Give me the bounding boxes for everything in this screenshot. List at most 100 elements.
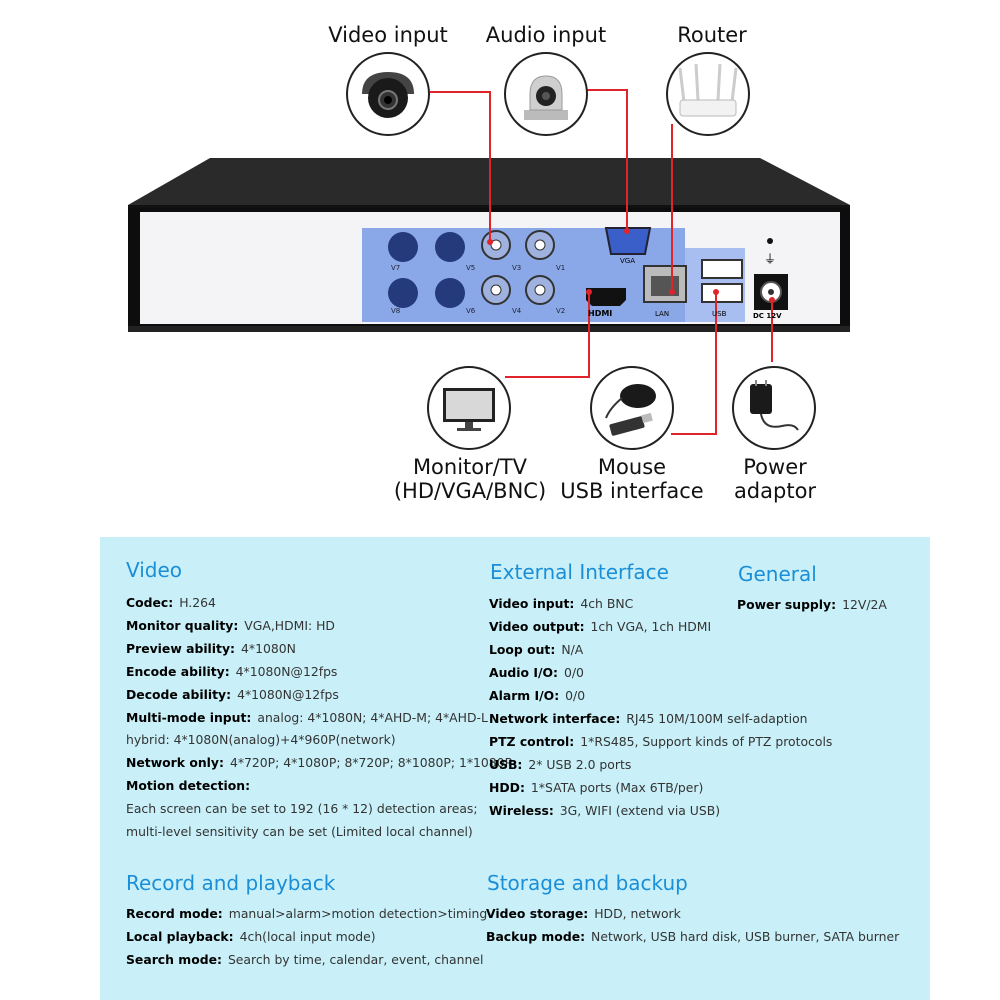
spec-value: multi-level sensitivity can be set (Limi… <box>126 824 473 839</box>
spec-value: 1*RS485, Support kinds of PTZ protocols <box>580 734 833 749</box>
label-v5: V5 <box>466 264 476 272</box>
svg-text:⏚: ⏚ <box>764 252 776 266</box>
vga-port <box>604 227 652 255</box>
label-router: Router <box>677 23 747 47</box>
bnc-v6 <box>435 278 465 308</box>
ptz-camera-icon <box>504 52 588 136</box>
spec-value: RJ45 10M/100M self-adaption <box>626 711 808 726</box>
spec-value: HDD, network <box>594 906 681 921</box>
spec-row: Decode ability:4*1080N@12fps <box>126 687 339 703</box>
spec-row: PTZ control: 1*RS485, Support kinds of PT… <box>489 734 832 750</box>
usb-port-1 <box>701 259 743 279</box>
section-title-record: Record and playback <box>126 871 336 895</box>
line-monitor <box>505 292 590 378</box>
spec-row: Each screen can be set to 192 (16 * 12) … <box>126 801 478 817</box>
label-video-input: Video input <box>328 23 448 47</box>
spec-value: 0/0 <box>565 688 586 703</box>
spec-row: hybrid: 4*1080N(analog)+4*960P(network) <box>126 732 396 748</box>
spec-row: Video input:4ch BNC <box>489 596 633 612</box>
label-v1: V1 <box>556 264 566 272</box>
spec-row: Preview ability: 4*1080N <box>126 641 296 657</box>
spec-key: Wireless: <box>489 803 554 818</box>
section-title-video: Video <box>126 558 183 582</box>
label-v4: V4 <box>512 307 522 315</box>
spec-row: Alarm I/O:0/0 <box>489 688 585 704</box>
line-audio-input <box>587 89 628 231</box>
label-vga: VGA <box>620 257 636 265</box>
spec-value: Search by time, calendar, event, channel <box>227 952 484 967</box>
ground-dot <box>767 238 773 244</box>
spec-value: 3G, WIFI (extend via USB) <box>559 803 721 818</box>
mouse-icon <box>590 366 674 450</box>
spec-row: multi-level sensitivity can be set (Limi… <box>126 824 473 840</box>
spec-row: Wireless: 3G, WIFI (extend via USB) <box>489 803 720 819</box>
spec-row: Audio I/O: 0/0 <box>489 665 584 681</box>
spec-key: Multi-mode input: <box>126 709 252 725</box>
spec-row: Motion detection: <box>126 778 250 794</box>
spec-key: Encode ability: <box>126 663 230 679</box>
section-title-external: External Interface <box>490 560 669 584</box>
ptz-camera-graphic <box>524 75 568 120</box>
spec-value: Each screen can be set to 192 (16 * 12) … <box>126 801 478 817</box>
usb-port-2 <box>701 283 743 303</box>
spec-value: Network, USB hard disk, USB burner, SATA… <box>591 929 900 944</box>
spec-value: 4*1080N@12fps <box>235 663 338 679</box>
spec-row: Search mode: Search by time, calendar, ev… <box>126 952 483 968</box>
spec-key: Preview ability: <box>126 640 236 656</box>
spec-key: PTZ control: <box>489 734 575 749</box>
section-title-storage: Storage and backup <box>487 871 688 895</box>
spec-row: Backup mode: Network, USB hard disk, USB … <box>486 929 899 945</box>
mouse-graphic <box>605 384 656 436</box>
spec-row: Network only:4*720P; 4*1080P; 8*720P; 8*… <box>126 755 512 771</box>
spec-key: Video output: <box>489 619 585 634</box>
spec-value: manual>alarm>motion detection>timing <box>228 906 488 921</box>
spec-panel <box>100 537 930 1000</box>
spec-row: Loop out:N/A <box>489 642 583 658</box>
bnc-ports <box>388 230 555 308</box>
spec-key: Power supply: <box>737 597 837 612</box>
spec-row: Local playback: 4ch(local input mode) <box>126 929 376 945</box>
line-video-input <box>430 91 491 242</box>
label-usb: USB <box>712 310 727 318</box>
spec-row: Record mode: manual>alarm>motion detectio… <box>126 906 487 922</box>
spec-row: Multi-mode input:analog: 4*1080N; 4*AHD-… <box>126 710 488 726</box>
spec-key: Audio I/O: <box>489 665 558 680</box>
power-adaptor-icon <box>732 366 816 450</box>
spec-key: HDD: <box>489 780 525 795</box>
spec-value: 4ch(local input mode) <box>239 929 376 944</box>
label-v7: V7 <box>391 264 401 272</box>
spec-row: USB:2* USB 2.0 ports <box>489 757 631 773</box>
spec-value: H.264 <box>179 595 216 610</box>
spec-key: Network only: <box>126 755 224 771</box>
camera-dome-icon <box>346 52 430 136</box>
spec-key: Search mode: <box>126 952 222 967</box>
label-v3: V3 <box>512 264 522 272</box>
spec-value: 4ch BNC <box>580 596 634 611</box>
spec-key: Motion detection: <box>126 778 251 794</box>
label-dc: DC 12V <box>753 312 782 320</box>
spec-row: Video output:1ch VGA, 1ch HDMI <box>489 619 711 635</box>
spec-key: Local playback: <box>126 929 234 944</box>
spec-key: USB: <box>489 757 523 772</box>
hdmi-port <box>586 288 626 306</box>
spec-value: 12V/2A <box>842 597 887 612</box>
spec-key: Backup mode: <box>486 929 586 944</box>
spec-key: Loop out: <box>489 642 556 657</box>
label-lan: LAN <box>655 310 670 318</box>
spec-value: 4*1080N <box>241 640 296 656</box>
spec-row: Power supply: 12V/2A <box>737 597 887 613</box>
spec-key: Monitor quality: <box>126 617 239 633</box>
label-v8: V8 <box>391 307 401 315</box>
spec-row: Video storage:HDD, network <box>486 906 681 922</box>
spec-row: Encode ability: 4*1080N@12fps <box>126 664 337 680</box>
spec-row: Codec:H.264 <box>126 595 216 611</box>
spec-key: Decode ability: <box>126 686 232 702</box>
spec-value: 0/0 <box>563 665 584 680</box>
spec-key: Record mode: <box>126 906 223 921</box>
line-mouse <box>671 292 717 435</box>
dvr-diagram: ⏚ <box>128 89 850 435</box>
